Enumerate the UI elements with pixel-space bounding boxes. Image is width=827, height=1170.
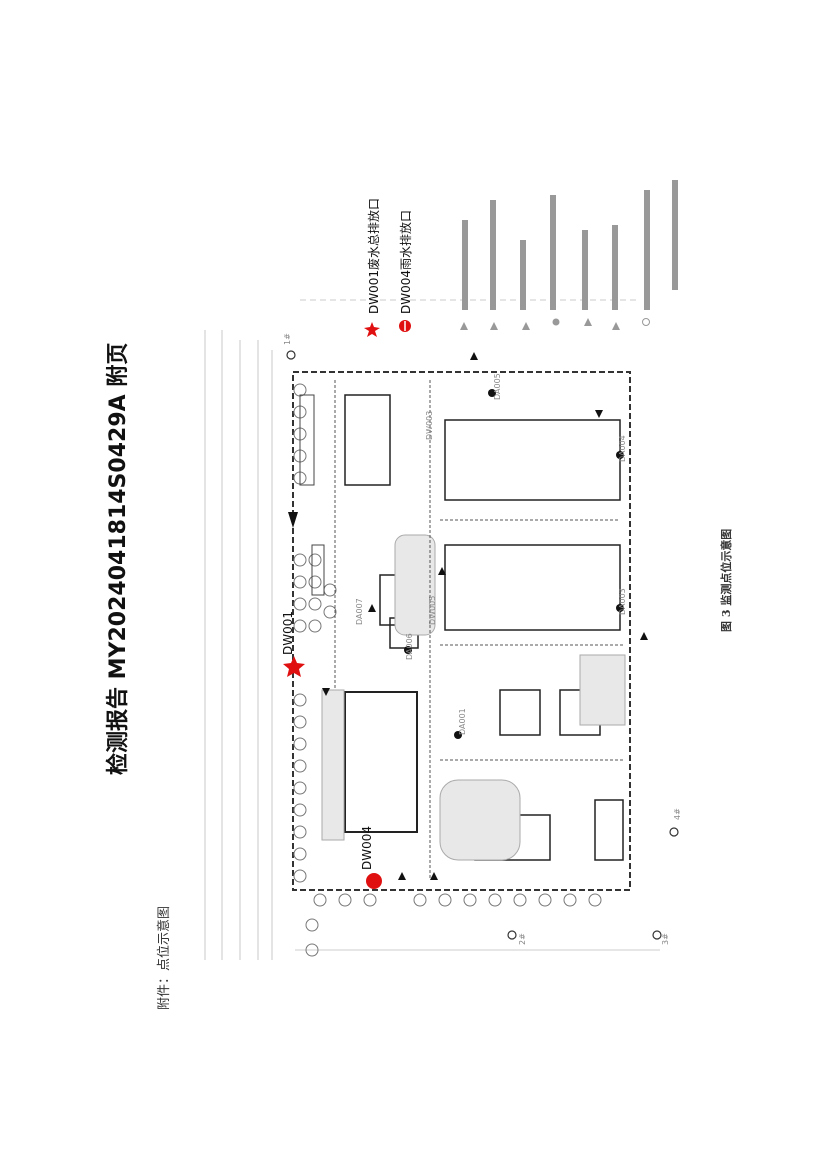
equipment-rows [299, 394, 325, 596]
svg-text:DA005: DA005 [493, 373, 502, 400]
legend-dw001-text: DW001废水总排放口 [366, 198, 381, 314]
faded-labels: DA005 DW003 DA004 DA003 DW005 DA007 DA00… [283, 333, 682, 945]
svg-text:3#: 3# [661, 933, 670, 945]
tree-row-bottom [305, 893, 602, 957]
dw004-circle-marker [366, 873, 382, 889]
dw004-label: DW004 [360, 826, 374, 870]
svg-text:DA001: DA001 [458, 708, 467, 735]
svg-text:DA004: DA004 [618, 435, 627, 462]
svg-text:DA007: DA007 [355, 598, 364, 625]
dw001-label: DW001 [281, 611, 295, 655]
site-boundary [292, 371, 631, 891]
svg-text:2#: 2# [518, 933, 527, 945]
internal-roads [334, 380, 625, 880]
faded-legend [460, 180, 678, 330]
noise-points [286, 350, 679, 940]
svg-text:DW005: DW005 [428, 596, 437, 625]
dw001-star-marker [283, 656, 305, 677]
hatched-areas [321, 534, 626, 861]
svg-text:1#: 1# [283, 333, 292, 345]
svg-text:DA006: DA006 [405, 633, 414, 660]
svg-text:DA003: DA003 [618, 588, 627, 615]
monitoring-points [288, 352, 648, 880]
legend-dw004-text: DW004雨水排放口 [398, 210, 413, 314]
svg-text:4#: 4# [673, 808, 682, 820]
legend-circle-icon [399, 320, 411, 332]
legend-star-icon [364, 322, 380, 337]
svg-text:DW003: DW003 [425, 411, 434, 440]
